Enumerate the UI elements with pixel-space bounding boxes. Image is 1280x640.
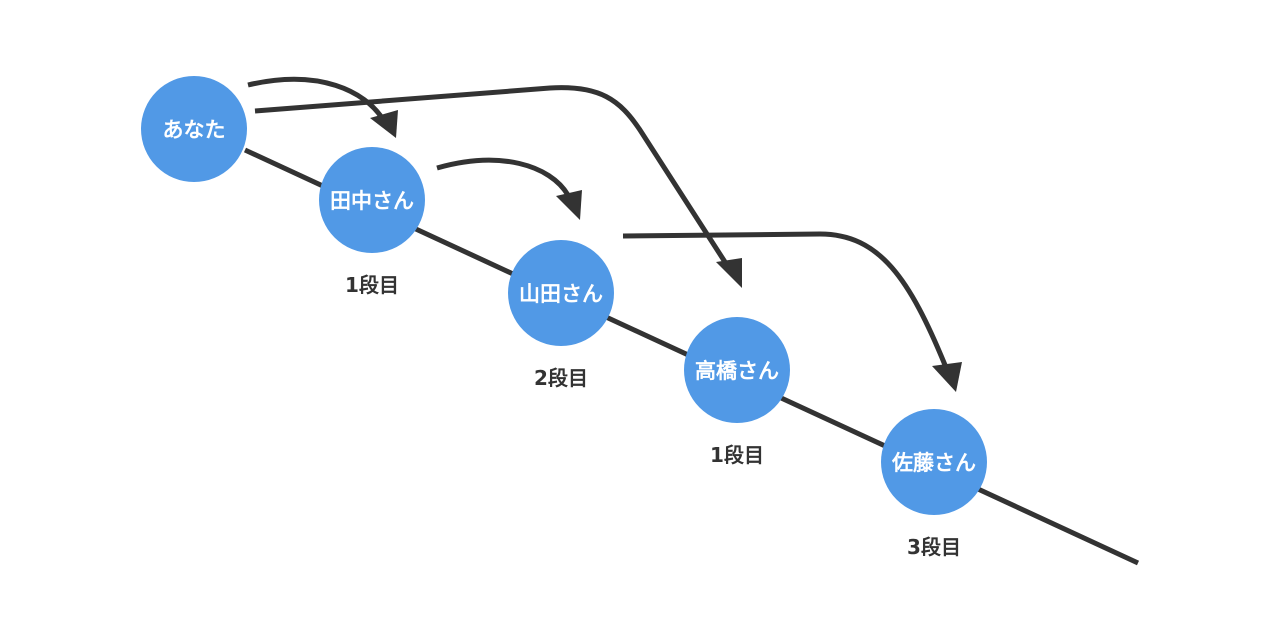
person-node bbox=[881, 409, 987, 515]
person-node bbox=[684, 317, 790, 423]
person-node bbox=[319, 147, 425, 253]
step-label: 3段目 bbox=[907, 535, 961, 559]
arrowhead-icon bbox=[556, 190, 582, 220]
arrowhead-icon bbox=[932, 362, 962, 392]
arrow-you-to-tanaka bbox=[247, 76, 385, 120]
arrow-you-to-takahashi bbox=[254, 85, 728, 264]
person-name: 山田さん bbox=[519, 282, 603, 306]
step-label: 1段目 bbox=[710, 443, 764, 467]
person-name: 高橋さん bbox=[695, 359, 779, 383]
arrow-tanaka-to-yamada bbox=[436, 157, 571, 197]
step-label: 2段目 bbox=[534, 366, 588, 390]
arrow-yamada-to-sato bbox=[622, 231, 948, 366]
person-name: 佐藤さん bbox=[891, 451, 976, 475]
person-name: あなた bbox=[163, 118, 226, 142]
person-name: 田中さん bbox=[330, 189, 414, 213]
arrowhead-icon bbox=[370, 110, 398, 138]
person-node bbox=[141, 76, 247, 182]
person-node bbox=[508, 240, 614, 346]
step-label: 1段目 bbox=[345, 273, 399, 297]
arrowhead-icon bbox=[716, 258, 742, 288]
